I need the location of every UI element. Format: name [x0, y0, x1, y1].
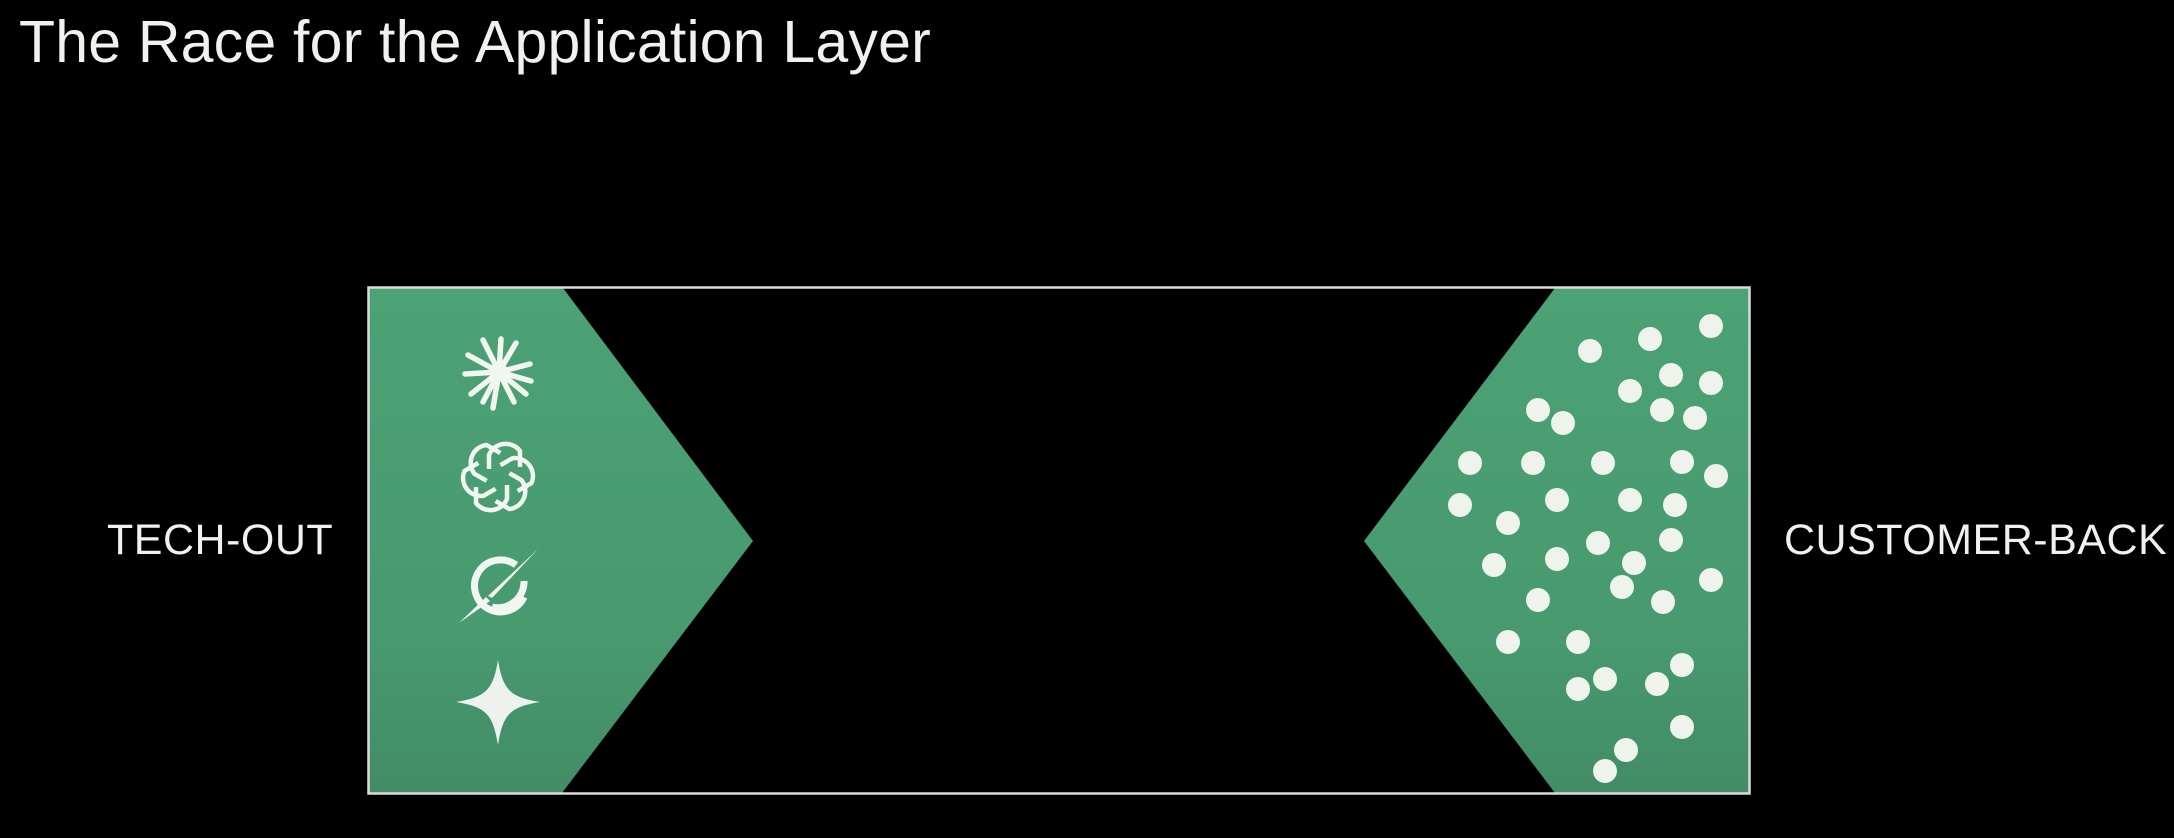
- customer-dot: [1704, 464, 1728, 488]
- slide-title: The Race for the Application Layer: [19, 9, 931, 75]
- tech-out-arrow-panel: [369, 288, 753, 793]
- customer-dot: [1699, 568, 1723, 592]
- customer-back-label: CUSTOMER-BACK: [1784, 516, 2168, 564]
- openai-knot-icon: [458, 441, 537, 512]
- customer-dot: [1663, 493, 1687, 517]
- customer-dot: [1670, 450, 1694, 474]
- customer-dot: [1551, 411, 1575, 435]
- customer-dot: [1593, 667, 1617, 691]
- customer-back-arrow-panel: [1364, 288, 1749, 793]
- tech-out-label: TECH-OUT: [107, 516, 334, 564]
- customer-dot: [1591, 451, 1615, 475]
- customer-dot: [1645, 672, 1669, 696]
- customer-dot: [1586, 531, 1610, 555]
- customer-dot: [1699, 314, 1723, 338]
- customer-dot: [1496, 511, 1520, 535]
- customer-dot: [1482, 553, 1506, 577]
- customer-dot: [1448, 493, 1472, 517]
- customer-dot: [1622, 551, 1646, 575]
- customer-dot: [1526, 398, 1550, 422]
- customer-dot: [1699, 371, 1723, 395]
- customer-dot: [1526, 588, 1550, 612]
- customer-dot: [1610, 575, 1634, 599]
- diagram-frame: [367, 286, 1751, 795]
- customer-dot: [1593, 759, 1617, 783]
- customer-dot: [1670, 653, 1694, 677]
- xai-ring-slash-icon: [459, 549, 538, 623]
- customer-dot: [1566, 630, 1590, 654]
- customer-dot: [1683, 406, 1707, 430]
- customer-dot: [1659, 363, 1683, 387]
- customer-dot: [1618, 488, 1642, 512]
- customer-dot: [1638, 327, 1662, 351]
- customer-dot: [1521, 451, 1545, 475]
- customer-dot: [1670, 715, 1694, 739]
- customer-dot: [1618, 379, 1642, 403]
- customer-dot: [1659, 528, 1683, 552]
- customer-dot: [1458, 451, 1482, 475]
- customer-dots: [1448, 314, 1728, 783]
- customer-dot: [1651, 590, 1675, 614]
- customer-dot: [1496, 630, 1520, 654]
- customer-dot: [1545, 547, 1569, 571]
- customer-dot: [1614, 738, 1638, 762]
- customer-dot: [1650, 398, 1674, 422]
- gemini-sparkle-icon: [456, 660, 540, 745]
- customer-dot: [1566, 677, 1590, 701]
- customer-dot: [1545, 488, 1569, 512]
- customer-dot: [1578, 339, 1602, 363]
- anthropic-starburst-icon: [462, 336, 534, 411]
